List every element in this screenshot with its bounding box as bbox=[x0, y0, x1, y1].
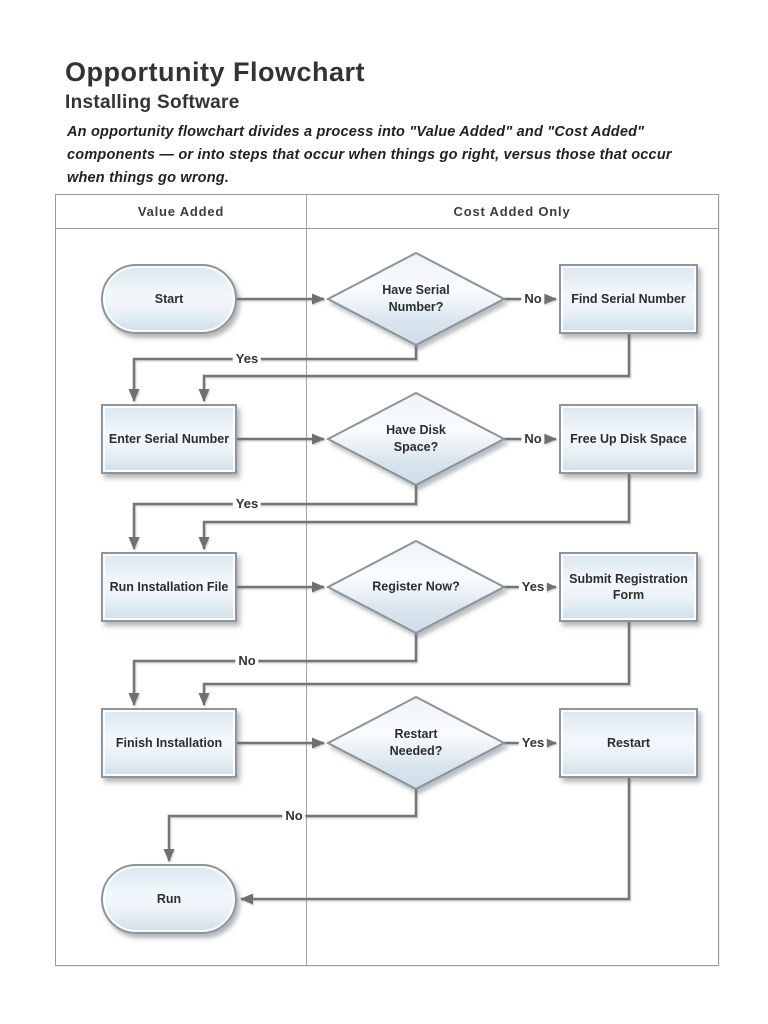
node-find-serial-number: Find Serial Number bbox=[559, 264, 698, 334]
edge-find-serial-return bbox=[198, 334, 631, 402]
edge-restart-q-no bbox=[163, 789, 418, 862]
page-subtitle: Installing Software bbox=[65, 92, 240, 113]
edge-register-no bbox=[128, 633, 418, 706]
node-free-up-disk-space: Free Up Disk Space bbox=[559, 404, 698, 474]
node-enter-serial-number: Enter Serial Number bbox=[101, 404, 237, 474]
decision-have-disk-shape bbox=[325, 391, 507, 487]
decision-have-serial-shape bbox=[325, 251, 507, 347]
node-submit-registration-form: Submit Registration Form bbox=[559, 552, 698, 622]
edge-label-no-disk: No bbox=[521, 431, 545, 447]
node-run-installation-file: Run Installation File bbox=[101, 552, 237, 622]
edge-have-disk-yes bbox=[128, 485, 418, 550]
edge-submit-return bbox=[198, 622, 631, 706]
decision-register-shape bbox=[325, 539, 507, 635]
connector-layer bbox=[128, 251, 631, 905]
edge-free-disk-return bbox=[198, 474, 631, 550]
decision-shapes bbox=[325, 251, 507, 791]
edge-label-yes-disk: Yes bbox=[232, 496, 262, 512]
edge-have-serial-yes bbox=[128, 345, 418, 402]
edge-label-yes-register: Yes bbox=[518, 579, 548, 595]
node-run: Run bbox=[101, 864, 237, 934]
column-header-cost-added-only: Cost Added Only bbox=[453, 204, 571, 219]
edge-label-no-restart: No bbox=[282, 808, 306, 824]
edge-label-no-serial: No bbox=[521, 291, 545, 307]
page-title: Opportunity Flowchart bbox=[65, 57, 365, 87]
table-header-row: Value Added Cost Added Only bbox=[56, 195, 718, 229]
decision-restart-shape bbox=[325, 695, 507, 791]
flowchart-table: Value Added Cost Added Only bbox=[55, 194, 719, 966]
edge-label-yes-restart: Yes bbox=[518, 735, 548, 751]
node-start: Start bbox=[101, 264, 237, 334]
node-finish-installation: Finish Installation bbox=[101, 708, 237, 778]
column-header-value-added: Value Added bbox=[137, 204, 225, 219]
edge-label-yes-serial: Yes bbox=[232, 351, 262, 367]
node-restart: Restart bbox=[559, 708, 698, 778]
column-divider-line bbox=[306, 195, 307, 965]
description-text: An opportunity flowchart divides a proce… bbox=[67, 124, 672, 186]
edge-restart-to-run bbox=[240, 778, 631, 905]
edge-label-no-register: No bbox=[235, 653, 259, 669]
